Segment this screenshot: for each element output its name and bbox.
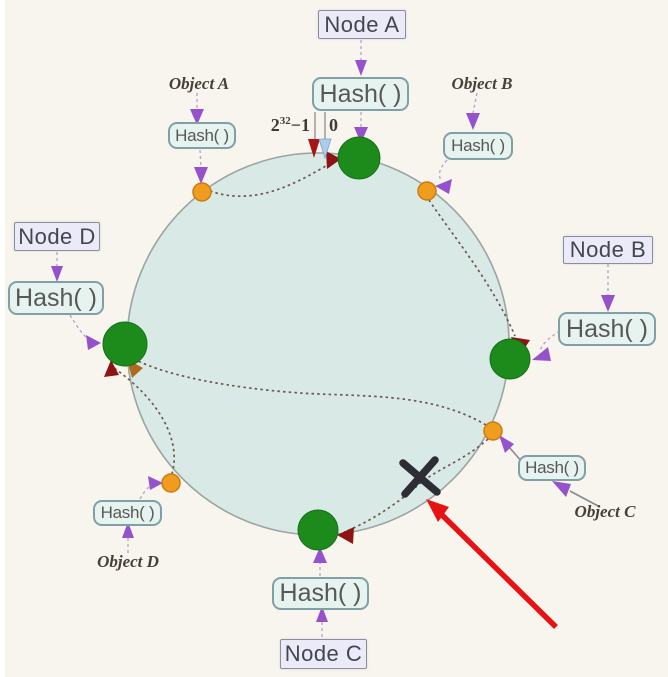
node-d-label-box: Node D bbox=[14, 222, 100, 251]
range-exponent: 32 bbox=[279, 115, 291, 127]
ring-max-value-label: 232−1 bbox=[260, 115, 310, 136]
mapping-path-object-c-to-node-d-new bbox=[135, 359, 487, 426]
object-b-marker bbox=[417, 181, 437, 201]
mapping-path-object-d-to-node-d bbox=[113, 367, 176, 475]
hash-label: Hash( ) bbox=[525, 458, 579, 477]
hash-box-node-a: Hash( ) bbox=[312, 77, 409, 111]
object-markers bbox=[161, 181, 503, 493]
arrowhead-into-node-c bbox=[337, 527, 354, 544]
hash-label: Hash( ) bbox=[279, 579, 362, 607]
object-d-marker bbox=[161, 473, 181, 493]
x-removal-marker bbox=[399, 456, 441, 498]
object-a-label: Object A bbox=[168, 74, 230, 93]
object-c-label: Object C bbox=[574, 502, 636, 521]
hash-box-node-c: Hash( ) bbox=[272, 577, 369, 610]
mapping-path-object-c-to-node-c-old bbox=[343, 438, 489, 533]
hash-label: Hash( ) bbox=[319, 79, 402, 108]
range-base: 2 bbox=[270, 115, 280, 135]
node-c-label-box: Node C bbox=[280, 639, 367, 669]
hash-label: Hash( ) bbox=[566, 314, 648, 343]
node-b-label: Node B bbox=[569, 237, 647, 262]
object-b-label: Object B bbox=[451, 74, 513, 93]
node-d-marker bbox=[102, 321, 148, 367]
ring-origin-markers bbox=[308, 112, 332, 160]
node-markers bbox=[102, 136, 531, 551]
hash-box-object-c: Hash( ) bbox=[518, 455, 586, 481]
hash-box-object-a: Hash( ) bbox=[168, 122, 236, 149]
node-b-marker bbox=[489, 338, 531, 380]
object-d-label: Object D bbox=[97, 552, 159, 571]
hash-ring-circle bbox=[126, 152, 510, 536]
hash-box-object-b: Hash( ) bbox=[443, 132, 513, 160]
hash-label: Hash( ) bbox=[451, 136, 505, 155]
hash-box-node-b: Hash( ) bbox=[558, 312, 656, 346]
node-c-label: Node C bbox=[284, 641, 363, 666]
left-margin-strip bbox=[0, 0, 5, 677]
hash-label: Hash( ) bbox=[175, 125, 229, 145]
object-c-marker bbox=[483, 421, 503, 441]
connector-shafts bbox=[56, 40, 609, 637]
node-c-marker bbox=[297, 509, 339, 551]
ring-zero-value-label: 0 bbox=[329, 115, 338, 135]
zero-value-arrowhead bbox=[318, 138, 332, 160]
node-d-label: Node D bbox=[18, 223, 96, 249]
hash-box-node-d: Hash( ) bbox=[8, 281, 104, 315]
node-a-label: Node A bbox=[324, 11, 400, 37]
node-a-label-box: Node A bbox=[318, 10, 406, 39]
arrowhead-into-node-d bbox=[104, 360, 119, 377]
node-b-label-box: Node B bbox=[563, 236, 653, 264]
arrowhead-into-node-a bbox=[326, 151, 341, 169]
attention-arrow bbox=[426, 499, 558, 629]
hash-box-object-d: Hash( ) bbox=[93, 500, 162, 526]
hash-label: Hash( ) bbox=[15, 283, 97, 312]
object-a-marker bbox=[192, 182, 212, 202]
max-value-arrowhead bbox=[308, 139, 320, 158]
node-a-marker bbox=[337, 136, 381, 180]
purple-arrowheads bbox=[51, 60, 615, 622]
range-suffix: −1 bbox=[290, 115, 310, 135]
hash-label: Hash( ) bbox=[100, 503, 155, 522]
